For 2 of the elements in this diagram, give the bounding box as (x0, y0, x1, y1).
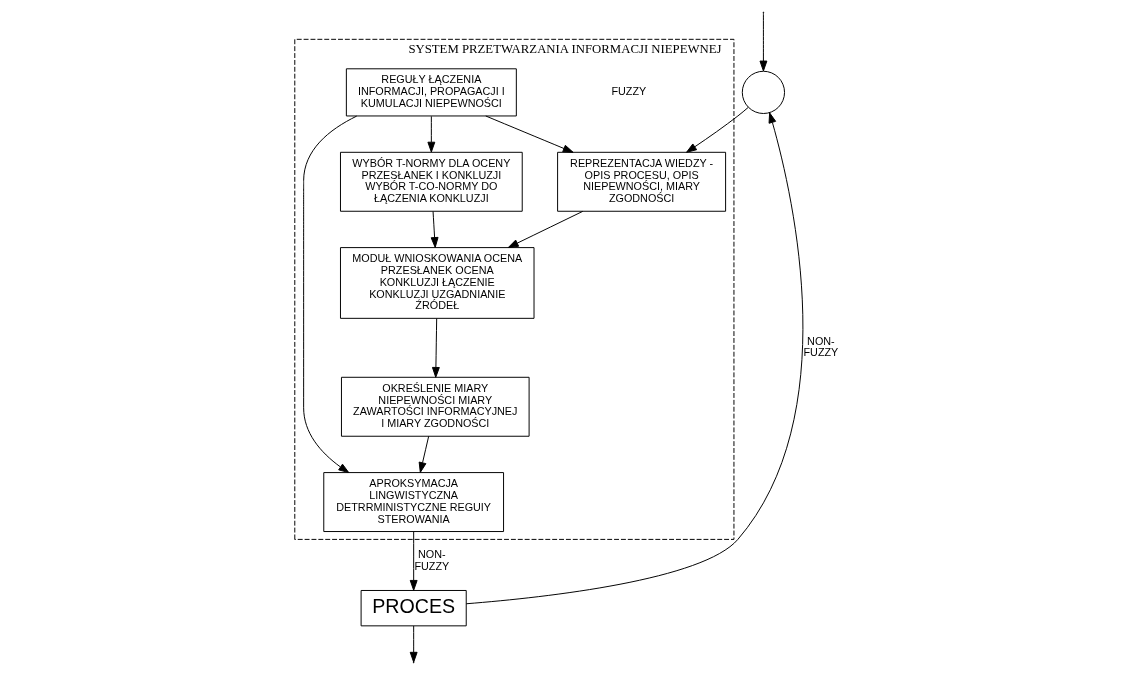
edge-label: NON-FUZZY (413, 547, 449, 572)
edge-label: NON-FUZZY (803, 334, 838, 359)
